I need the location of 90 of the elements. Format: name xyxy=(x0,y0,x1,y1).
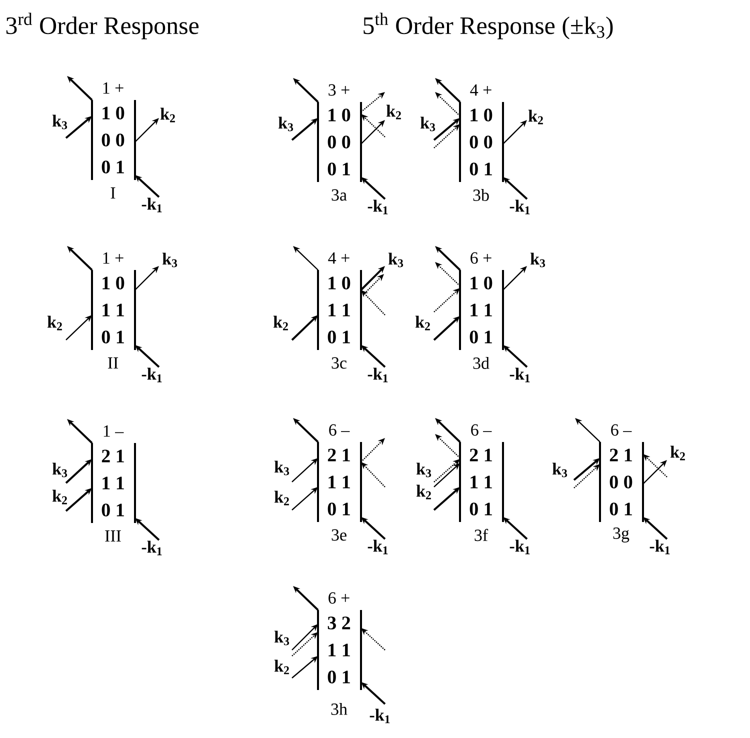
diagram-label: 3c xyxy=(332,357,346,369)
wavevector-label: -k$_{1}$ xyxy=(368,368,388,382)
matrix-row: 0 1 xyxy=(328,670,350,684)
wavevector-label: k$_{3}$ xyxy=(274,460,290,476)
matrix-row: 1 0 xyxy=(470,108,492,122)
diagram-label: I xyxy=(110,187,116,199)
matrix-row: 0 0 xyxy=(470,136,492,148)
sign-label: 3 + xyxy=(328,84,350,96)
wavevector-label: k$_{3}$ xyxy=(416,462,432,478)
diagram-label: 3b xyxy=(473,189,489,201)
matrix-row: 1 0 xyxy=(102,276,124,290)
wavevector-label: k$_{3}$ xyxy=(52,462,68,478)
sign-label: 6 – xyxy=(611,424,632,436)
matrix-row: 0 1 xyxy=(102,160,124,174)
wavevector-label: k$_{3}$ xyxy=(274,630,290,646)
wavevector-label: k$_{2}$ xyxy=(528,110,543,124)
sign-label: 4 + xyxy=(328,252,350,264)
wavevector-label: k$_{3}$ xyxy=(162,252,178,268)
wavevector-label: k$_{2}$ xyxy=(52,490,67,504)
matrix-row: 0 1 xyxy=(328,502,350,516)
diagram-label: 3g xyxy=(613,528,630,542)
diagram-label: 3e xyxy=(332,529,346,541)
wavevector-label: k$_{2}$ xyxy=(274,660,289,674)
matrix-row: 3 2 xyxy=(328,616,350,630)
diagram-label: 3d xyxy=(473,357,490,369)
wavevector-label: -k$_{1}$ xyxy=(370,708,390,724)
wavevector-label: -k$_{1}$ xyxy=(142,198,162,212)
diagram-label: 3a xyxy=(332,189,347,201)
wavevector-label: -k$_{1}$ xyxy=(510,200,530,214)
wavevector-label: k$_{2}$ xyxy=(416,484,431,500)
diagram-label: 3h xyxy=(331,703,348,715)
matrix-row: 2 1 xyxy=(610,448,632,462)
matrix-row: 1 1 xyxy=(470,304,492,316)
sign-label: 1 – xyxy=(104,425,124,437)
matrix-row: 1 1 xyxy=(328,644,350,656)
matrix-row: 1 1 xyxy=(328,304,350,316)
wavevector-label: -k$_{1}$ xyxy=(142,540,162,556)
sign-label: 6 + xyxy=(328,592,350,604)
wavevector-label: -k$_{1}$ xyxy=(368,540,388,554)
matrix-row: 1 0 xyxy=(102,106,124,120)
matrix-row: 0 1 xyxy=(610,502,632,516)
sign-label: 6 – xyxy=(471,424,492,436)
wavevector-label: k$_{3}$ xyxy=(420,116,436,132)
matrix-row: 0 1 xyxy=(328,330,350,344)
wavevector-label: k$_{2}$ xyxy=(274,490,289,506)
title: 3$^{rd}$ Order Response xyxy=(6,12,199,40)
matrix-row: 1 1 xyxy=(102,304,124,316)
matrix-row: 0 1 xyxy=(470,162,492,176)
diagram-label: 3f xyxy=(474,528,488,542)
wavevector-label: -k$_{1}$ xyxy=(368,200,388,214)
wavevector-label: -k$_{1}$ xyxy=(142,368,162,382)
matrix-row: 0 0 xyxy=(610,476,632,488)
matrix-row: 0 0 xyxy=(328,136,350,148)
wavevector-label: -k$_{1}$ xyxy=(650,540,670,554)
matrix-row: 0 1 xyxy=(102,504,124,516)
matrix-row: 1 1 xyxy=(102,476,124,490)
diagram-label: III xyxy=(105,530,121,542)
matrix-row: 1 1 xyxy=(328,476,350,488)
wavevector-label: k$_{2}$ xyxy=(670,446,685,460)
title: 5$^{th}$ Order Response (±k$_{3}$) xyxy=(364,12,613,40)
matrix-row: 2 1 xyxy=(328,448,350,462)
matrix-row: 0 1 xyxy=(470,330,492,344)
matrix-row: 1 0 xyxy=(328,276,350,290)
wavevector-label: k$_{2}$ xyxy=(47,316,62,330)
wavevector-label: k$_{2}$ xyxy=(160,108,175,122)
wavevector-label: k$_{3}$ xyxy=(530,252,546,268)
matrix-row: 0 1 xyxy=(102,330,124,344)
wavevector-label: k$_{2}$ xyxy=(273,316,288,330)
wavevector-label: k$_{3}$ xyxy=(552,462,568,478)
matrix-row: 2 1 xyxy=(102,450,124,462)
matrix-row: 1 0 xyxy=(328,108,350,122)
sign-label: 1 + xyxy=(103,252,124,264)
wavevector-label: k$_{3}$ xyxy=(278,116,294,132)
matrix-row: 1 1 xyxy=(470,476,492,488)
matrix-row: 0 0 xyxy=(102,134,124,146)
wavevector-label: -k$_{1}$ xyxy=(510,540,530,554)
matrix-row: 0 1 xyxy=(470,502,492,516)
sign-label: 6 + xyxy=(470,252,492,264)
wavevector-label: k$_{2}$ xyxy=(415,316,430,330)
diagram-label: II xyxy=(108,357,118,369)
matrix-row: 1 0 xyxy=(470,276,492,290)
sign-label: 6 – xyxy=(329,424,350,436)
sign-label: 4 + xyxy=(470,84,492,96)
sign-label: 1 + xyxy=(103,82,124,94)
matrix-row: 0 1 xyxy=(328,162,350,176)
matrix-row: 2 1 xyxy=(470,448,492,462)
wavevector-label: -k$_{1}$ xyxy=(510,368,530,382)
wavevector-label: k$_{3}$ xyxy=(52,114,68,130)
wavevector-label: k$_{2}$ xyxy=(386,104,401,120)
wavevector-label: k$_{3}$ xyxy=(388,252,404,268)
